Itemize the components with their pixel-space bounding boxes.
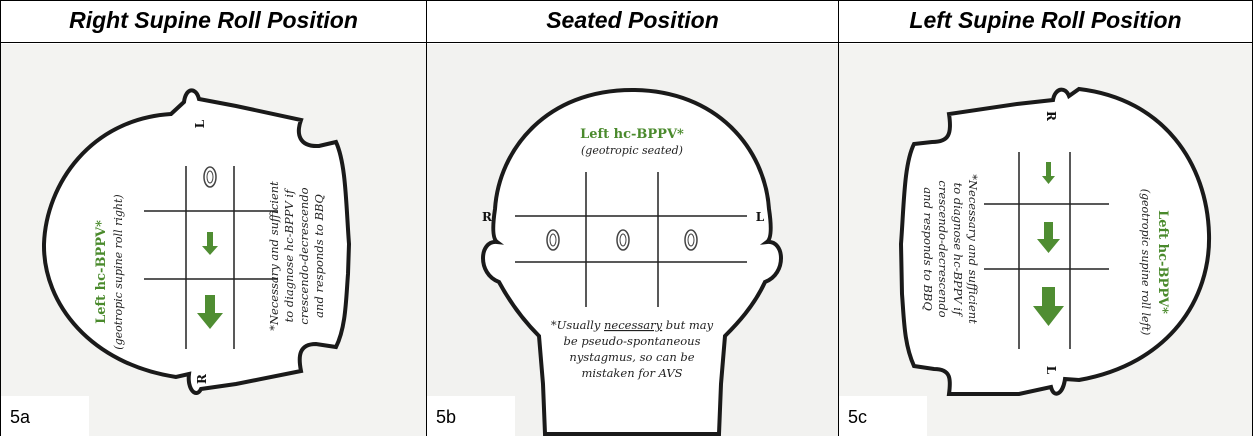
medium-arrow-down-icon [1037, 222, 1060, 253]
small-arrow-down-icon [202, 232, 218, 255]
table-border-top [0, 0, 1253, 1]
null-nystagmus-icon-left [546, 229, 560, 251]
ear-label-bottom: L [1044, 366, 1058, 375]
figure-label-5a: 5a [1, 396, 89, 436]
large-arrow-down-icon [1033, 287, 1064, 326]
panel-5c: Left hc-BPPV* (geotropic supine roll lef… [839, 44, 1252, 436]
diagram-subtitle: (geotropic supine roll left) [1139, 189, 1152, 336]
diagram-title: Left hc-BPPV* [580, 127, 684, 142]
head-diagram-5b: Left hc-BPPV* (geotropic seated) R L *Us… [427, 44, 838, 436]
head-diagram-5a: Left hc-BPPV* (geotropic supine roll rig… [1, 44, 426, 436]
note-line-4: mistaken for AVS [581, 366, 682, 380]
ear-label-top: L [193, 119, 207, 128]
figure-label-5b: 5b [427, 396, 515, 436]
note-line-3: crescendo-decrescendo [936, 180, 950, 317]
null-nystagmus-icon-right [684, 229, 698, 251]
column-divider-1 [426, 0, 427, 436]
diagram-subtitle: (geotropic seated) [581, 144, 683, 157]
header-seated: Seated Position [546, 6, 719, 33]
head-outline [41, 88, 352, 395]
diagram-title: Left hc-BPPV* [1155, 210, 1170, 314]
note-line-1: *Usually necessary but may [551, 318, 714, 332]
null-nystagmus-icon [203, 166, 217, 188]
figure-label-5c: 5c [839, 396, 927, 436]
ear-label-left: R [482, 210, 493, 224]
ear-label-bottom: R [195, 373, 209, 384]
header-right-supine-roll: Right Supine Roll Position [69, 6, 358, 33]
null-nystagmus-icon-center [616, 229, 630, 251]
note-line-1: *Necessary and sufficient [267, 181, 281, 331]
note-line-4: and responds to BBQ [921, 187, 935, 311]
table-border-left [0, 0, 1, 436]
note-line-2: to diagnose hc-BPPV if [282, 188, 296, 322]
ear-label-top: R [1044, 111, 1058, 122]
small-arrow-down-icon [1042, 162, 1055, 184]
note-line-1: *Necessary and sufficient [966, 174, 980, 324]
panel-5a: Left hc-BPPV* (geotropic supine roll rig… [1, 44, 426, 436]
panel-5b: Left hc-BPPV* (geotropic seated) R L *Us… [427, 44, 838, 436]
large-arrow-down-icon [197, 295, 223, 329]
header-left-supine-roll: Left Supine Roll Position [909, 6, 1182, 33]
note-line-3: crescendo-decrescendo [297, 187, 311, 324]
note-line-2: to diagnose hc-BPPV if [951, 183, 965, 317]
ear-label-right: L [756, 210, 765, 224]
note-line-2: be pseudo-spontaneous [564, 334, 701, 348]
head-diagram-5c: Left hc-BPPV* (geotropic supine roll lef… [839, 44, 1252, 436]
note-line-3: nystagmus, so can be [569, 350, 694, 364]
diagram-subtitle: (geotropic supine roll right) [112, 194, 125, 349]
column-divider-2 [838, 0, 839, 436]
note-line-4: and responds to BBQ [312, 194, 326, 318]
header-divider [0, 42, 1253, 43]
diagram-title: Left hc-BPPV* [94, 220, 109, 324]
